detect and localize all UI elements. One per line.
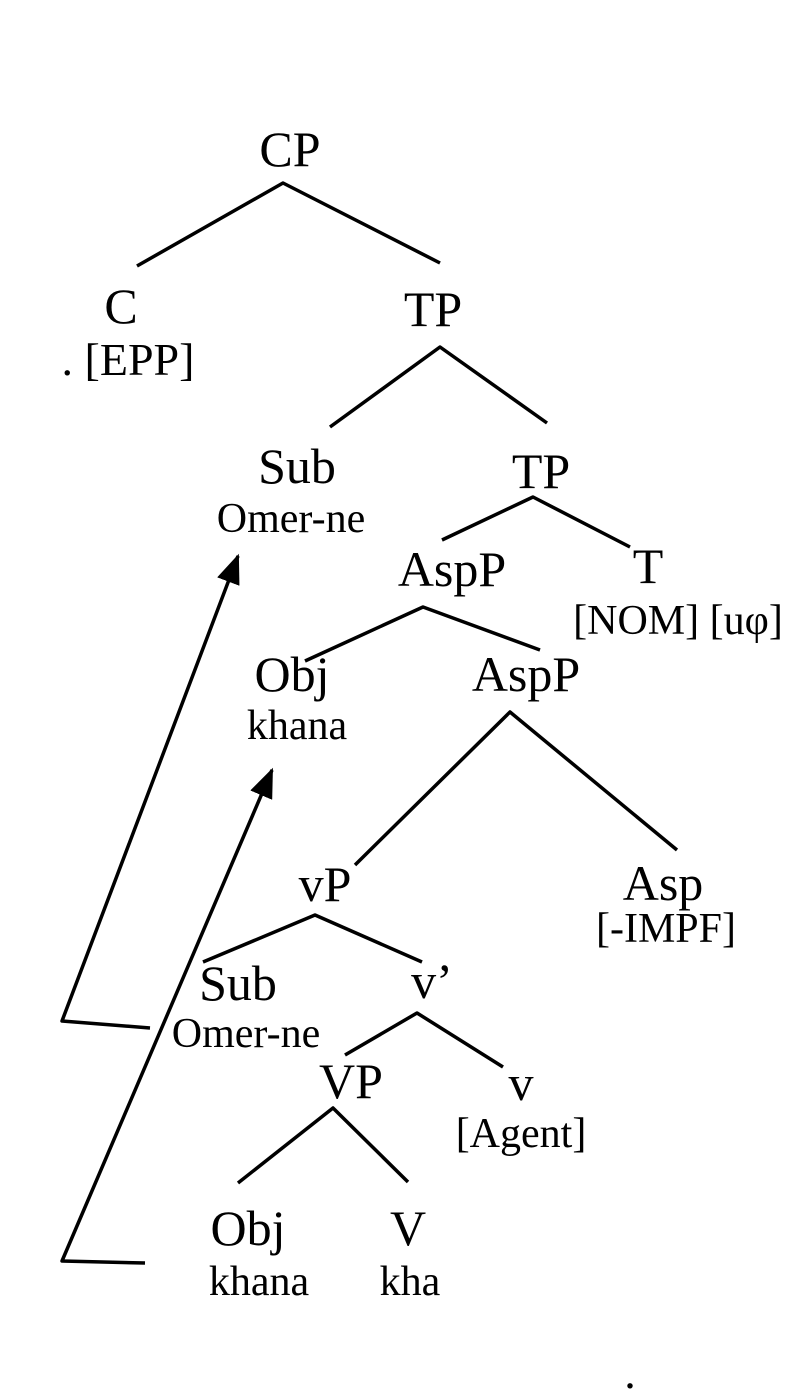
feature-impf: [-IMPF] [595,906,737,952]
node-vp-big: VP [319,1053,383,1109]
node-v-bar: v’ [411,953,453,1009]
node-vp-little: vP [298,856,352,912]
branch-cp [136,181,441,268]
branch-tp-upper [328,345,549,429]
movement-arrow-subject [60,553,240,1030]
node-obj-base: Obj [210,1200,286,1256]
movement-arrow-object [60,767,274,1265]
word-kha: kha [379,1259,441,1305]
node-aspp-upper: AspP [397,541,507,597]
feature-nom-uphi: [NOM] [uφ] [573,598,783,644]
node-c: C [104,278,138,334]
node-asp: Asp [622,855,704,911]
node-tp-lower: TP [511,443,571,499]
node-sub-base: Sub [199,955,277,1011]
branch-tp-lower [441,495,631,549]
feature-agent: [Agent] [455,1111,587,1157]
node-t: T [632,538,664,594]
branch-v-bar [344,1011,504,1069]
node-cp: CP [259,121,321,177]
node-obj-moved: Obj [254,646,330,702]
branch-aspp-lower [353,710,679,867]
branch-aspp-upper [304,605,541,663]
trailing-period: . [624,1347,636,1398]
branch-vp-little [202,913,423,964]
branch-vp-big [236,1106,410,1185]
word-omer-ne-moved: Omer-ne [216,496,366,542]
node-tp-upper: TP [403,281,463,337]
node-v-head: V [389,1200,427,1256]
word-omer-ne-base: Omer-ne [171,1011,321,1057]
node-aspp-lower: AspP [471,646,581,702]
node-sub-moved: Sub [258,438,336,494]
word-khana-base: khana [208,1259,310,1305]
node-v-little: v [508,1055,534,1111]
feature-epp: . [EPP] [61,334,195,385]
word-khana-moved: khana [246,703,348,749]
